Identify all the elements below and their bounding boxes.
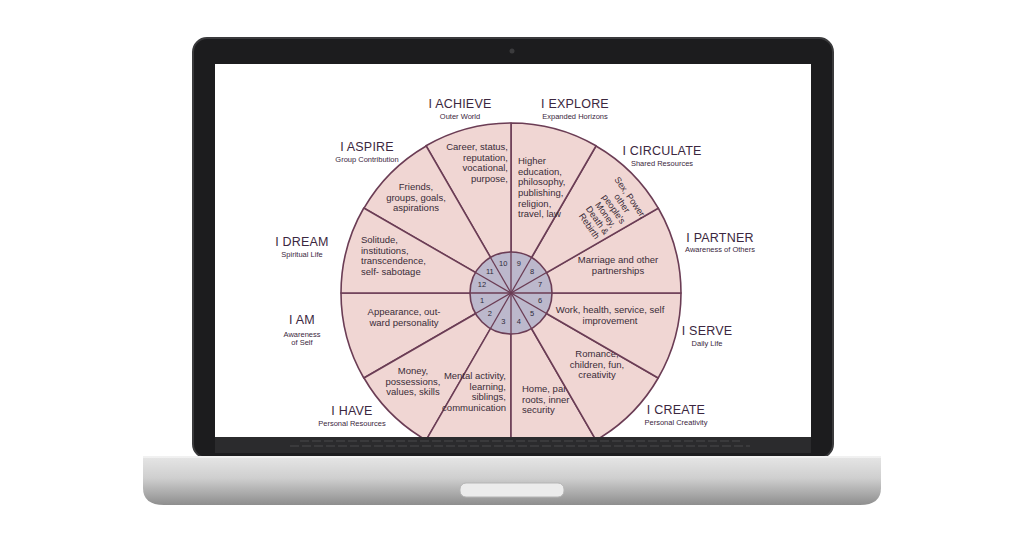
laptop-camera [510, 49, 515, 54]
hub-spoke [475, 273, 546, 314]
house-description: Solitude, institutions, transcendence, s… [361, 235, 443, 278]
house-heading: I CREATE [636, 403, 716, 417]
house-subtitle: Outer World [420, 113, 500, 121]
house-subtitle: Daily Life [667, 340, 747, 348]
house-number: 9 [511, 260, 527, 268]
house-description: Friends, groups, goals, aspirations [385, 182, 447, 214]
house-number: 11 [482, 268, 498, 276]
base-highlight [143, 456, 881, 458]
house-hub: 123456789101112 [470, 252, 552, 334]
house-heading: I ACHIEVE [420, 97, 500, 111]
house-subtitle: Awareness of Others [670, 246, 770, 254]
house-description: Work, health, service, self improvement [551, 305, 669, 326]
hub-circle [470, 252, 552, 334]
house-subtitle: Personal Creativity [631, 419, 721, 427]
house-subtitle: Shared Resources [617, 160, 707, 168]
house-subtitle: Awareness of Self [282, 331, 322, 348]
house-number: 4 [511, 318, 527, 326]
house-number: 2 [482, 310, 498, 318]
laptop-base [143, 456, 881, 505]
keyboard-keys [290, 441, 750, 446]
house-description: Higher education, philosophy, publishing… [518, 156, 578, 220]
house-subtitle: Personal Resources [307, 420, 397, 428]
house-subtitle: Group Contribution [322, 156, 412, 164]
house-number: 12 [474, 281, 490, 289]
house-subtitle: Spiritual Life [267, 251, 337, 259]
house-description: Appearance, out-ward personality [358, 307, 450, 328]
house-number: 10 [495, 260, 511, 268]
house-number: 7 [532, 281, 548, 289]
house-number: 1 [474, 297, 490, 305]
house-number: 6 [532, 297, 548, 305]
house-heading: I AM [267, 313, 337, 327]
house-description: Marriage and other partnerships [562, 255, 674, 276]
house-number: 5 [524, 310, 540, 318]
house-heading: I PARTNER [680, 231, 760, 245]
laptop-screen: I AM Awareness of Self Appearance, out-war… [215, 64, 811, 437]
house-number: 3 [495, 318, 511, 326]
house-subtitle: Expanded Horizons [530, 113, 620, 121]
house-heading: I SERVE [672, 324, 742, 338]
wedge-shape [341, 208, 511, 293]
house-heading: I CIRCULATE [617, 144, 707, 158]
keyboard-reflection [215, 437, 811, 453]
hub-outline [470, 252, 552, 334]
house-description: Mental activity, learning, siblings, com… [434, 371, 506, 414]
house-heading: I ASPIRE [322, 140, 412, 154]
trackpad-notch [460, 483, 564, 497]
house-heading: I HAVE [317, 404, 387, 418]
house-description: Money, possessions, values, skills [377, 366, 449, 398]
house-number: 8 [524, 268, 540, 276]
house-heading: I DREAM [267, 235, 337, 249]
house-heading: I EXPLORE [535, 97, 615, 111]
